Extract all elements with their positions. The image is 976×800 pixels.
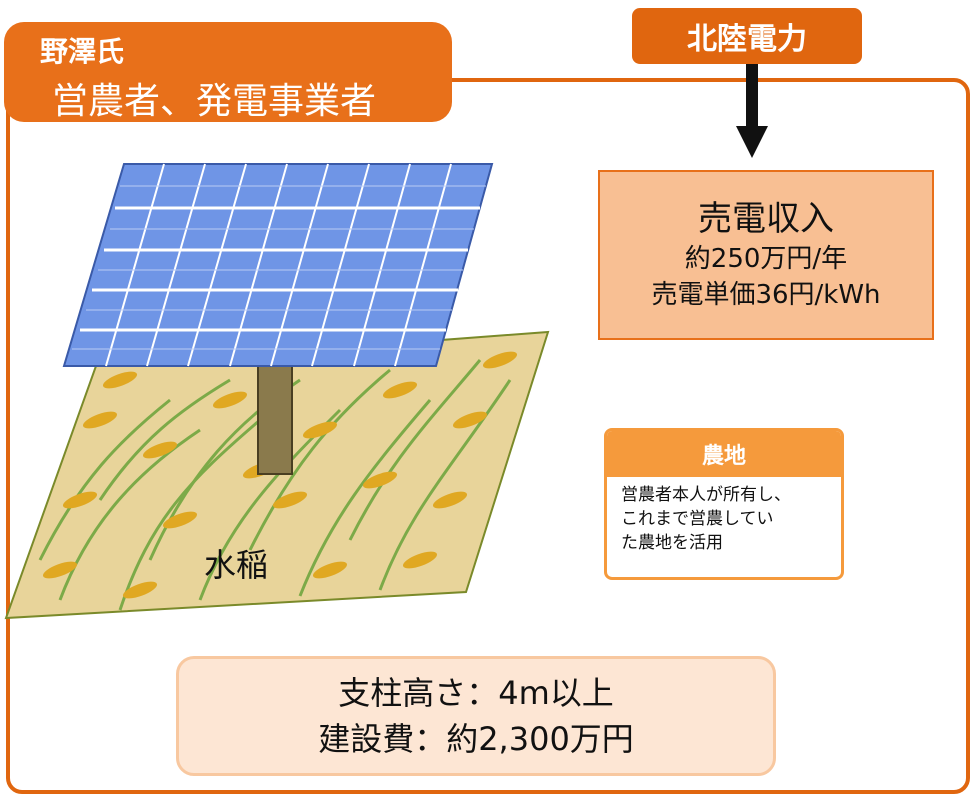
farmland-title: 農地 — [607, 431, 841, 477]
revenue-unit-price: 売電単価36円/kWh — [651, 280, 881, 310]
farmland-description: 営農者本人が所有し、 これまで営農してい た農地を活用 — [621, 485, 791, 553]
revenue-amount: 約250万円/年 — [684, 244, 848, 274]
down-arrow-icon — [736, 64, 768, 158]
revenue-title: 売電収入 — [698, 199, 834, 239]
diagram-frame — [6, 78, 970, 794]
construction-cost: 建設費：約2,300万円 — [318, 720, 634, 758]
owner-name: 野澤氏 — [40, 35, 125, 68]
owner-role: 営農者、発電事業者 — [52, 81, 377, 122]
solar-panel-icon — [62, 163, 494, 367]
crop-label: 水稲 — [204, 546, 269, 584]
utility-box: 北陸電力 — [632, 8, 862, 64]
farmland-box: 農地 営農者本人が所有し、 これまで営農してい た農地を活用 — [604, 428, 844, 580]
support-pole — [257, 361, 293, 475]
spec-box: 支柱高さ：4m以上 建設費：約2,300万円 — [176, 656, 776, 776]
owner-box — [4, 22, 452, 122]
revenue-box: 売電収入 約250万円/年 売電単価36円/kWh — [598, 170, 934, 340]
pole-height: 支柱高さ：4m以上 — [338, 674, 614, 712]
